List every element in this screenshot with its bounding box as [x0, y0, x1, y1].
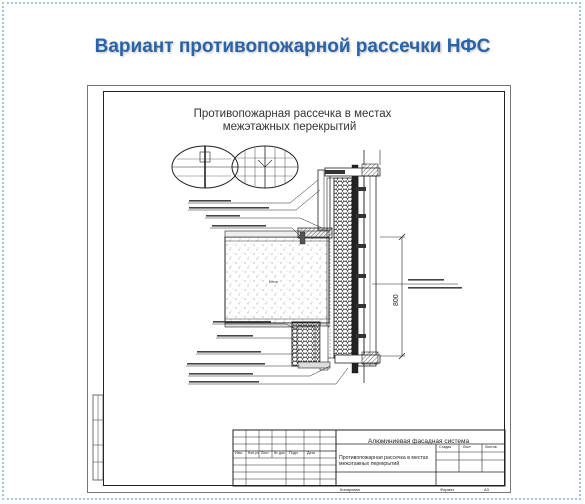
- slide-title: Вариант противопожарной рассечки НФС: [94, 36, 491, 57]
- left-stamp-column: [92, 394, 104, 481]
- drawing-title-line1: Противопожарная рассечка в местах: [193, 108, 392, 120]
- concrete-label: Бетон: [269, 280, 278, 284]
- drawing-title: Противопожарная рассечка в местах межэта…: [0, 108, 585, 134]
- col-label-izm: Изм.: [235, 451, 243, 455]
- dimension-800: 800: [380, 233, 406, 360]
- fire-stop-block: [291, 321, 331, 371]
- format-value: А3: [484, 487, 489, 492]
- section-detail-left: [171, 145, 239, 189]
- section-detail-right: [231, 145, 299, 189]
- title-block: [232, 429, 506, 487]
- insulation-layer: [326, 177, 353, 359]
- slide-border: [2, 2, 581, 500]
- sheets-label: Листов: [485, 445, 497, 449]
- sheet-label: Лист: [463, 445, 471, 449]
- system-name: Алюминиевая фасадная система: [368, 438, 470, 445]
- col-label-doc: № док.: [274, 451, 286, 455]
- col-label-list: Лист: [261, 451, 269, 455]
- left-callout-labels: [187, 200, 271, 383]
- format-label: Формат: [440, 487, 455, 492]
- drawing-title-line2: межэтажных перекрытий: [222, 121, 357, 133]
- left-callouts: [186, 179, 349, 385]
- stage-label: Стадия: [439, 445, 452, 449]
- ceiling-layer: [224, 322, 330, 328]
- dimension-label: 800: [393, 294, 400, 306]
- col-label-kol: Кол.уч: [248, 451, 259, 455]
- copied-label: Копировал: [340, 487, 361, 492]
- right-callout: [372, 279, 462, 289]
- col-label-sign: Подп.: [289, 451, 299, 455]
- col-label-date: Дата: [307, 451, 315, 455]
- facade-panels: [324, 163, 381, 374]
- concrete-slab: [224, 236, 330, 324]
- sheet-title: Противопожарная рассечка в местах межэта…: [339, 455, 429, 467]
